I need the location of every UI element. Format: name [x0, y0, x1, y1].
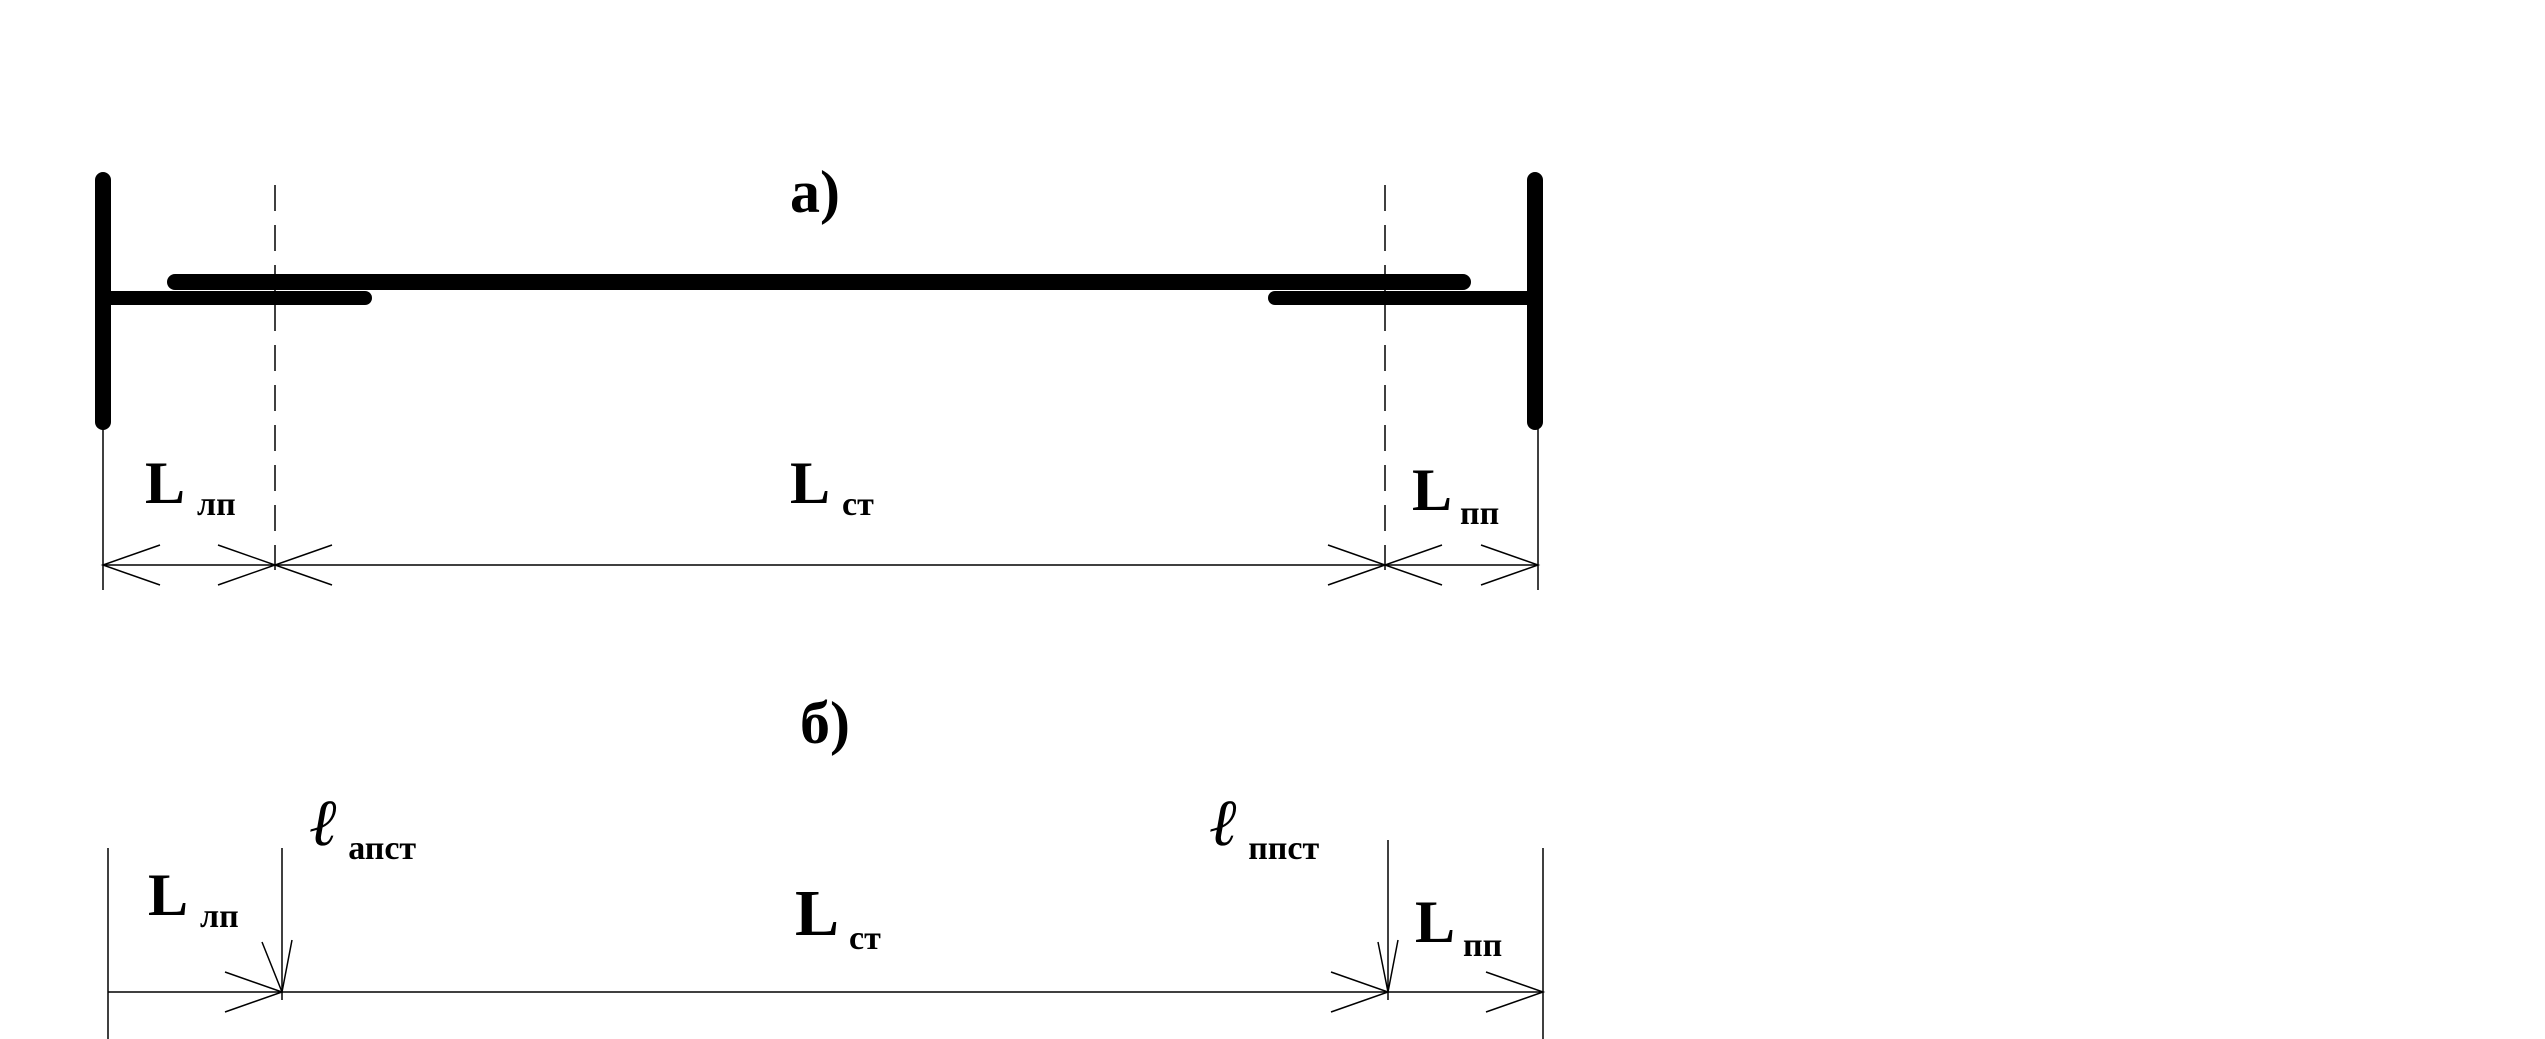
marker-right-sub: ппст [1248, 830, 1319, 867]
dim-a-left-label: L лп [145, 450, 236, 523]
diagram-b-caption: б) [800, 690, 850, 756]
dim-a-right-label: L пп [1412, 457, 1499, 532]
arrowhead [1382, 544, 1443, 586]
dim-a-left-main: L [145, 450, 185, 516]
arrowhead [1480, 544, 1541, 586]
marker-right-label: ℓ ппст [1210, 787, 1319, 867]
dim-b-right-label: L пп [1415, 889, 1502, 964]
marker-right-main: ℓ [1210, 787, 1238, 860]
dim-a-right-main: L [1412, 457, 1452, 523]
arrowhead [261, 939, 293, 995]
dim-b-left-label: L лп [148, 862, 239, 935]
dim-b-right-main: L [1415, 889, 1455, 955]
dim-b-right-sub: пп [1463, 927, 1502, 964]
dim-b-middle-label: L ст [795, 877, 881, 957]
arrowhead [272, 544, 333, 586]
dim-a-middle-sub: ст [842, 486, 874, 523]
dim-a-middle-label: L ст [790, 450, 874, 523]
marker-left-main: ℓ [310, 787, 338, 860]
dim-a-middle-main: L [790, 450, 830, 516]
arrowhead [1377, 939, 1399, 993]
dim-a-right-sub: пп [1460, 495, 1499, 532]
dim-a-left-sub: лп [197, 486, 236, 523]
diagram-a-caption: а) [790, 159, 840, 225]
marker-left-label: ℓ апст [310, 787, 416, 867]
dim-b-middle-sub: ст [849, 920, 881, 957]
dim-b-middle-main: L [795, 877, 839, 950]
arrowhead [1485, 971, 1546, 1013]
diagram-a: а) L лп L ст [95, 159, 1543, 590]
marker-left-sub: апст [348, 830, 416, 867]
diagram-b: б) ℓ апст ℓ ппст L лп L ст [107, 690, 1546, 1039]
arrowhead [100, 544, 161, 586]
dim-b-left-main: L [148, 862, 188, 928]
dim-b-left-sub: лп [200, 898, 239, 935]
